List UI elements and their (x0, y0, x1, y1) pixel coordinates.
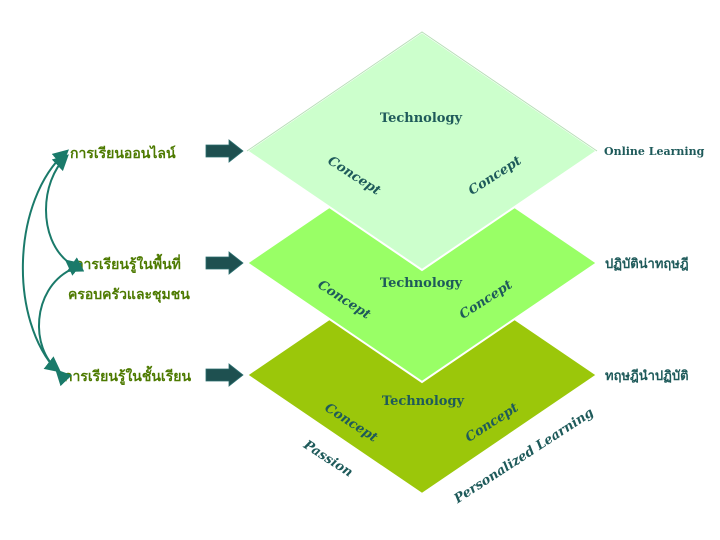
arrow-home-icon (205, 251, 244, 275)
right-label-practice-theory: ปฏิบัติน่าทฤษฎี (605, 256, 689, 272)
bottom-technology-label: Technology (382, 394, 465, 409)
left-label-home-line2: ครอบครัวและชุมชน (68, 286, 190, 303)
left-label-online: การเรียนออนไลน์ (70, 144, 176, 161)
curved-arrow-lower (38, 257, 85, 373)
right-label-online-learning: Online Learning (604, 145, 705, 158)
top-technology-label: Technology (380, 111, 463, 126)
middle-technology-label: Technology (380, 276, 463, 291)
curved-arrow-upper (45, 154, 83, 276)
arrow-online-icon (205, 139, 244, 163)
right-label-theory-practice: ทฤษฎีนำปฏิบัติ (605, 368, 689, 384)
arrow-classroom-icon (205, 363, 244, 387)
left-label-classroom: การเรียนรู้ในชั้นเรียน (64, 365, 191, 385)
left-label-home-line1: การเรียนรู้ในพื้นที่ (75, 253, 181, 273)
top-layer-outline (246, 31, 598, 152)
curved-arrow-outer (21, 149, 73, 387)
